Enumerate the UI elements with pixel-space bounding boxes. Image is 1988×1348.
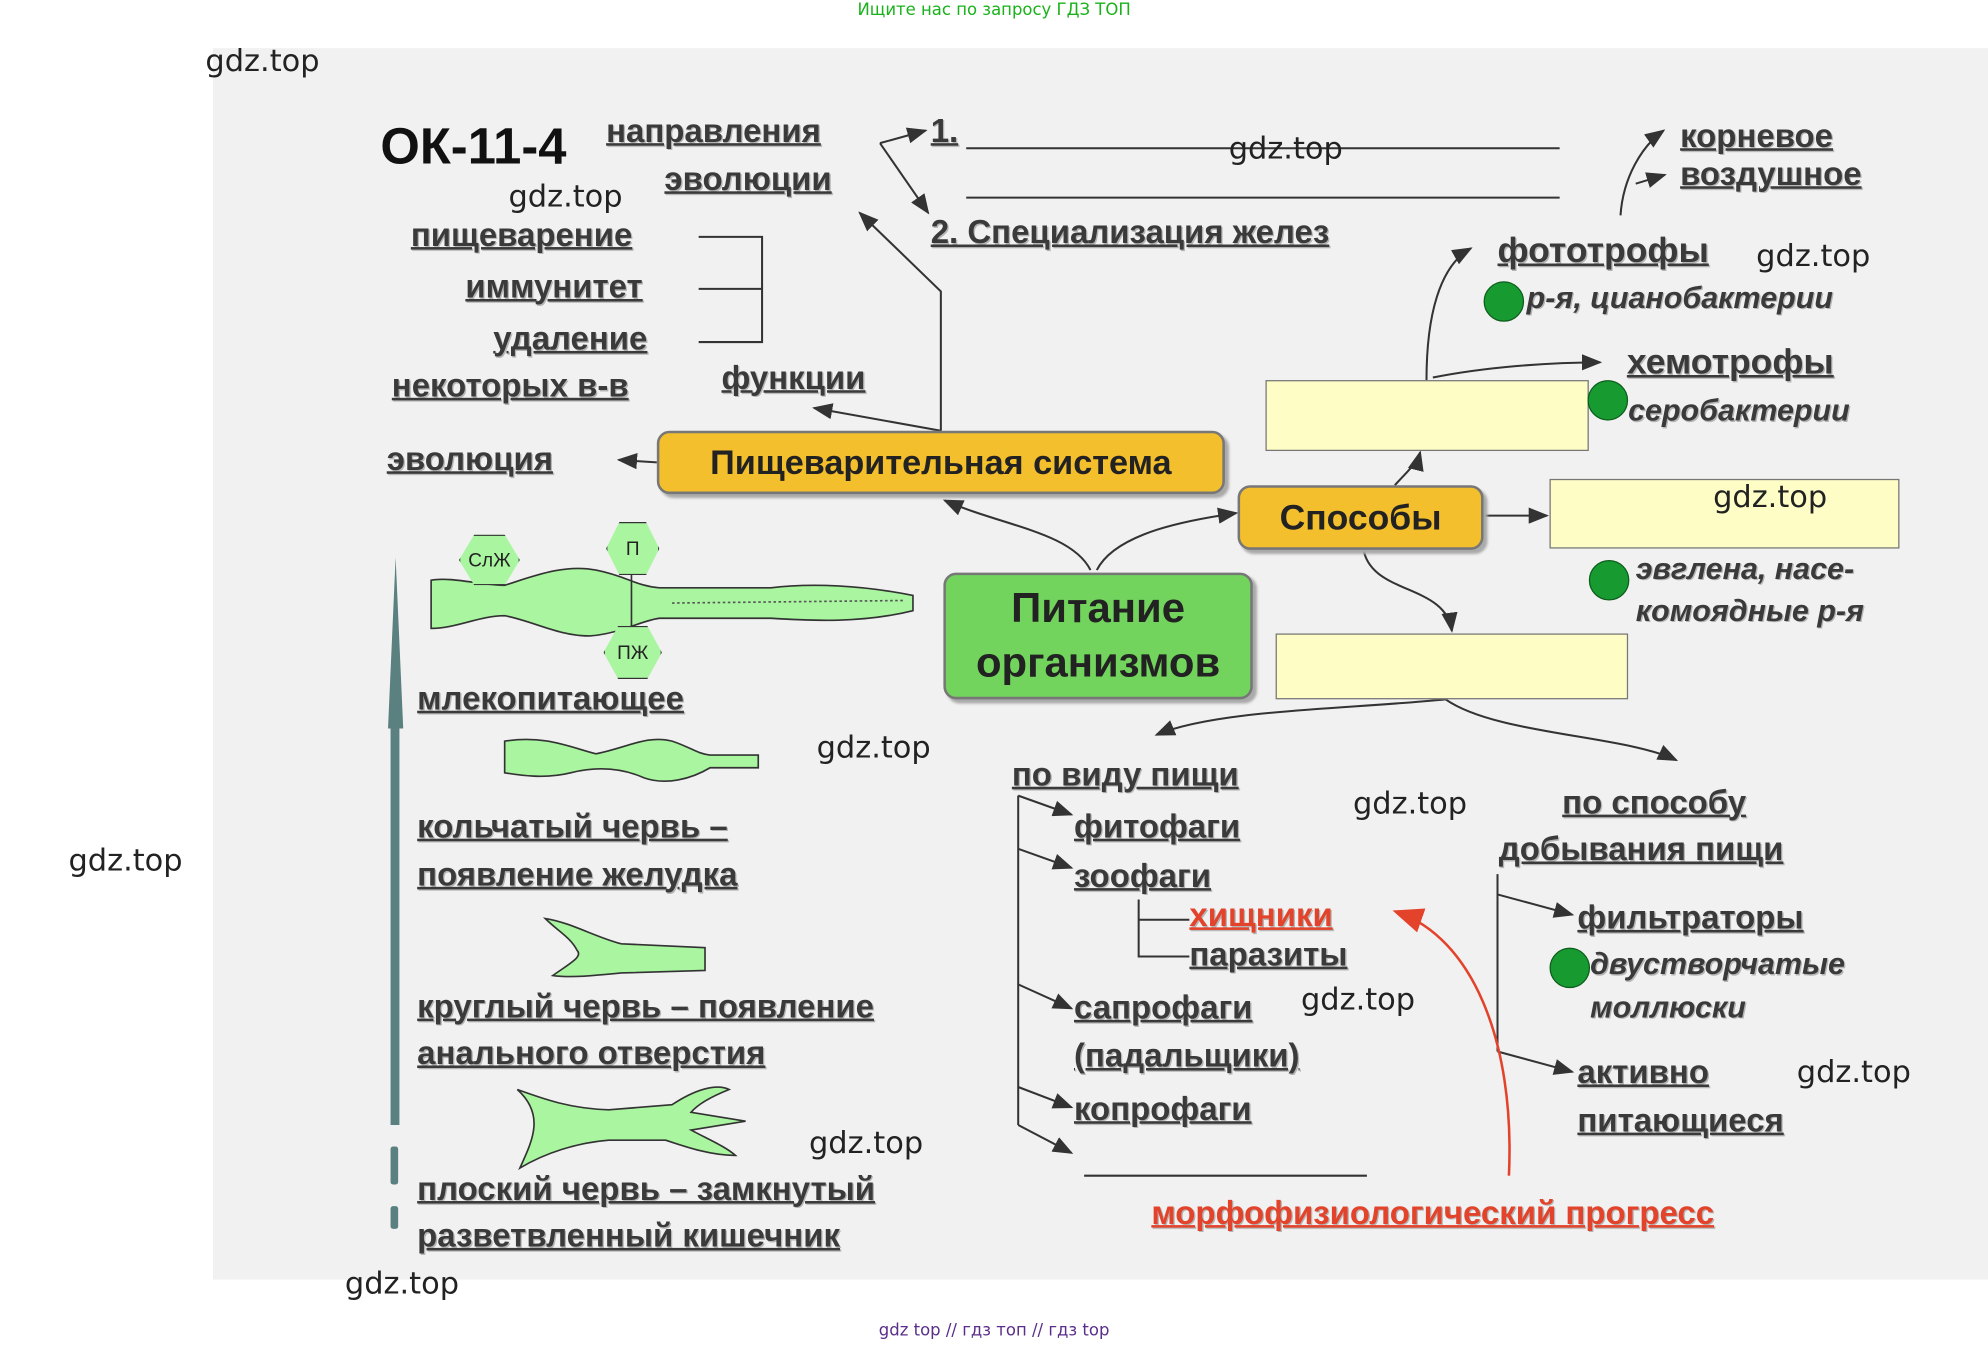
zoophages: зоофаги (1073, 856, 1212, 895)
phototrophs-label: фототрофы (1497, 230, 1709, 270)
flatworm-gut-drawing (516, 1086, 746, 1171)
evolution-arrow (388, 557, 404, 1229)
chemotrophs-example: серобактерии (1628, 394, 1850, 429)
by-method-title-2: добывания пищи (1498, 829, 1784, 868)
answer-box-heterotrophs[interactable] (1275, 633, 1629, 700)
direction-2: 2. Специализация желез (930, 212, 1330, 251)
example-dot-icon (1587, 380, 1629, 421)
center-line-1: Питание (1011, 584, 1186, 632)
annelid-label-1: кольчатый червь – (417, 807, 728, 846)
active-feeders-1: активно (1577, 1052, 1709, 1091)
watermark: gdz.top (1756, 238, 1871, 274)
watermark: gdz.top (1796, 1054, 1911, 1090)
watermark: gdz.top (1300, 981, 1416, 1018)
function-digestion: пищеварение (410, 215, 633, 254)
watermark: gdz.top (808, 1125, 924, 1161)
watermark: gdz.top (508, 178, 623, 215)
methods-box: Способы (1237, 485, 1484, 550)
phototrophs-example: р-я, цианобактерии (1526, 281, 1833, 316)
header-note: Ищите нас по запросу ГДЗ ТОП (857, 1, 1131, 21)
center-box: Питание организмов (943, 572, 1253, 700)
watermark: gdz.top (68, 842, 183, 878)
evolution-label: эволюция (386, 439, 553, 478)
directions-label-1: направления (606, 111, 821, 150)
watermark: gdz.top (344, 1265, 460, 1302)
by-method-title-1: по способу (1562, 782, 1747, 821)
mixotrophs-example-2: комоядные р-я (1635, 594, 1864, 629)
lesson-code: ОК-11-4 (380, 119, 567, 175)
example-dot-icon (1549, 947, 1591, 989)
direction-1: 1. (930, 111, 959, 150)
directions-label-2: эволюции (664, 159, 832, 198)
flatworm-label-2: разветвленный кишечник (417, 1216, 840, 1255)
predators: хищники (1189, 895, 1333, 934)
annelid-label-2: появление желудка (417, 855, 738, 894)
phytophages: фитофаги (1073, 807, 1241, 846)
coprophages: копрофаги (1073, 1089, 1252, 1128)
watermark: gdz.top (1352, 785, 1468, 821)
center-line-2: организмов (975, 638, 1221, 686)
parasites: паразиты (1189, 934, 1348, 973)
morphophysiological-progress: морфофизиологический прогресс (1151, 1193, 1715, 1232)
active-feeders-2: питающиеся (1577, 1100, 1784, 1139)
watermark: gdz.top (1228, 130, 1343, 166)
by-food-title: по виду пищи (1011, 755, 1239, 794)
organ-label-p: П (606, 521, 660, 576)
chemotrophs-label: хемотрофы (1626, 342, 1834, 382)
roundworm-gut-drawing (542, 917, 706, 978)
roundworm-label-2: анального отверстия (417, 1033, 766, 1072)
saprophages: сапрофаги (1073, 988, 1253, 1027)
function-removal-2: некоторых в-в (391, 366, 629, 405)
watermark: gdz.top (205, 43, 320, 79)
answer-box-mixotrophs[interactable] (1549, 478, 1900, 549)
roundworm-label-1: круглый червь – появление (417, 986, 875, 1025)
example-dot-icon (1483, 281, 1525, 322)
example-dot-icon (1588, 559, 1630, 601)
mammal-label: млекопитающее (417, 679, 684, 718)
watermark: gdz.top (816, 729, 931, 766)
watermark: gdz.top (1713, 478, 1828, 515)
function-immunity: иммунитет (465, 267, 643, 306)
digestive-system-box: Пищеварительная система (656, 430, 1225, 495)
flatworm-label-1: плоский червь – замкнутый (417, 1169, 876, 1208)
functions-label: функции (721, 358, 866, 397)
root-nutrition: корневое (1680, 116, 1834, 155)
footer-note[interactable]: gdz top // гдз топ // гдз top (878, 1321, 1110, 1341)
mixotrophs-example-1: эвглена, насе- (1635, 552, 1855, 587)
scavengers: (падальщики) (1073, 1036, 1300, 1075)
air-nutrition: воздушное (1680, 154, 1862, 193)
filter-feeders: фильтраторы (1577, 898, 1804, 937)
annelid-gut-drawing (503, 738, 760, 782)
bivalves-2: моллюски (1590, 990, 1746, 1025)
bivalves-1: двустворчатые (1590, 947, 1845, 982)
function-removal: удаление (493, 319, 648, 358)
answer-box-autotrophs[interactable] (1265, 380, 1589, 452)
